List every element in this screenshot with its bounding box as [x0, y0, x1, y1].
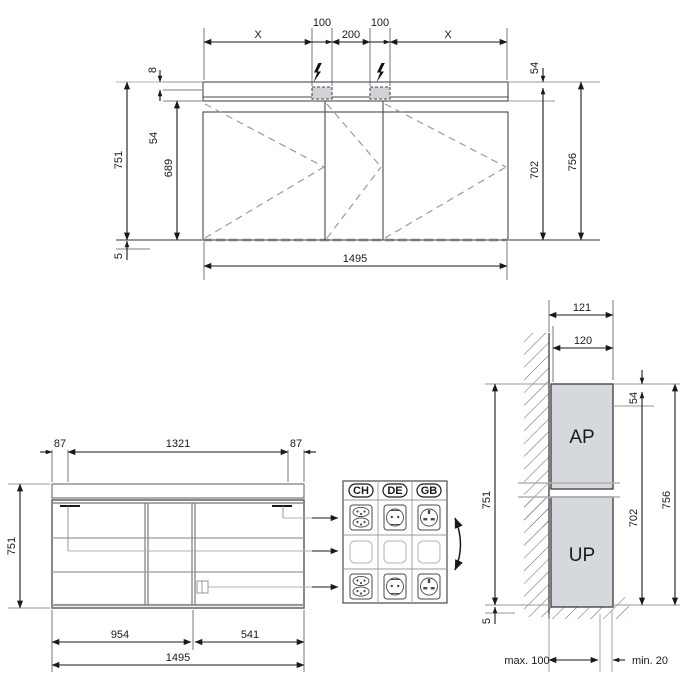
dim-bottom-1495: 1495: [343, 253, 367, 265]
label-up: UP: [569, 545, 595, 566]
door-swing-indicators: [204, 103, 507, 239]
interior-body: [51, 499, 305, 609]
country-pill-de: [382, 483, 408, 498]
socket-gb-bottom: [417, 573, 441, 600]
socket-gb-top: [417, 504, 441, 531]
interior-fittings: [60, 505, 320, 594]
section-right-dim-lines: [638, 370, 679, 606]
dim-section-120: 120: [574, 335, 592, 347]
country-pill-ch: [348, 483, 374, 498]
right-dim-lines: [539, 68, 585, 241]
socket-callout-arrows: [312, 514, 339, 591]
socket-variants-table: CH DE GB: [312, 480, 463, 604]
dim-left-689: 689: [163, 159, 175, 177]
dim-interior-541: 541: [241, 629, 259, 641]
dim-right-54: 54: [529, 62, 541, 74]
dim-section-702: 702: [628, 509, 640, 527]
section-right-extension-lines: [614, 383, 680, 606]
dim-right-756: 756: [567, 153, 579, 171]
socket-row-3: [349, 573, 441, 600]
dim-top-100-left: 100: [313, 17, 331, 29]
top-extension-lines: [203, 28, 508, 86]
blank-plate-ch: [349, 540, 373, 564]
socket-row-2-blank: [349, 540, 441, 564]
section-top-dim-lines: [548, 311, 614, 352]
right-extension-lines: [509, 81, 600, 241]
left-extension-lines: [116, 81, 202, 250]
dim-interior-954: 954: [111, 629, 129, 641]
cabinet-top-rail: [202, 81, 509, 102]
cabinet-body: [202, 111, 509, 241]
dim-interior-751: 751: [6, 537, 18, 555]
socket-ch-bottom: [349, 573, 373, 600]
dim-top-100-right: 100: [371, 17, 389, 29]
dim-section-max100: max. 100: [504, 655, 549, 667]
bottom-extension-lines: [203, 242, 508, 280]
dim-interior-87-left: 87: [54, 438, 66, 450]
wall-hatch-lower: [524, 497, 549, 617]
dim-section-756: 756: [661, 491, 673, 509]
dim-section-54: 54: [628, 392, 640, 404]
wall-section-ap-up: AP UP 121 120 751: [481, 300, 680, 672]
section-bottom-extension-lines: [548, 610, 613, 672]
dim-section-5: 5: [481, 618, 493, 624]
socket-country-headers: CH DE GB: [348, 483, 442, 498]
dim-left-8: 8: [147, 67, 159, 73]
front-elevation-top: X 100 200 100 X 8 54 751 689 5: [113, 17, 600, 280]
front-elevation-interior: 87 1321 87 751 954 541 1495: [6, 438, 320, 672]
section-break-lines: [518, 482, 620, 498]
lightning-bolt-icon-1: [313, 63, 322, 83]
country-pill-gb: [416, 483, 442, 498]
wall-hatch-upper: [524, 333, 549, 527]
socket-de-bottom: [383, 573, 407, 600]
power-connection-box-1: [311, 86, 333, 100]
dim-top-x-left: X: [254, 29, 262, 41]
dim-interior-1495: 1495: [166, 652, 190, 664]
dim-interior-87-right: 87: [290, 438, 302, 450]
dim-right-702: 702: [529, 161, 541, 179]
socket-ch-top: [349, 504, 373, 531]
curved-double-arrow-icon: [454, 517, 463, 571]
socket-row-1: [349, 504, 441, 531]
dim-section-121: 121: [573, 302, 591, 314]
country-code-de: DE: [387, 485, 402, 497]
interior-left-extension-lines: [8, 483, 50, 609]
dim-section-min20: min. 20: [632, 655, 668, 667]
dim-top-200: 200: [342, 29, 360, 41]
power-connection-box-2: [369, 86, 391, 100]
lightning-bolt-icon-2: [376, 63, 385, 83]
socket-panel-grid: [343, 481, 447, 603]
blank-plate-gb: [417, 540, 441, 564]
dim-interior-1321: 1321: [166, 438, 190, 450]
dim-left-5: 5: [113, 253, 125, 259]
dim-top-x-right: X: [444, 29, 452, 41]
label-ap: AP: [569, 427, 594, 448]
country-code-ch: CH: [353, 485, 369, 497]
dim-section-751: 751: [481, 491, 493, 509]
interior-shelves: [52, 537, 304, 573]
country-code-gb: GB: [421, 485, 438, 497]
dim-left-54: 54: [148, 132, 160, 144]
blank-plate-de: [383, 540, 407, 564]
left-dim-lines: [123, 70, 181, 260]
interior-bottom-dim-lines: [51, 638, 305, 669]
surface-mounted-box: [550, 383, 614, 490]
socket-de-top: [383, 504, 407, 531]
interior-top-strip: [51, 483, 305, 499]
dim-left-751: 751: [113, 151, 125, 169]
interior-vertical-dividers: [144, 503, 196, 605]
interior-top-extension-lines: [51, 450, 305, 482]
